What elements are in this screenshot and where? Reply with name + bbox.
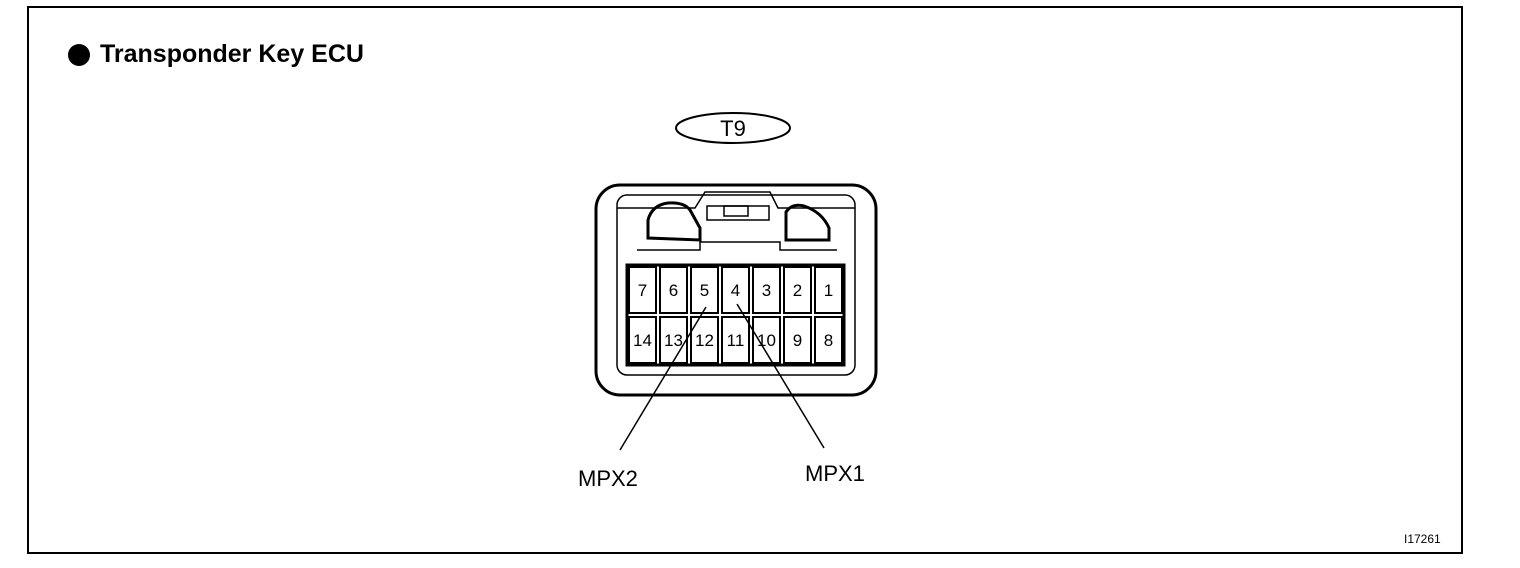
- pin-cell-9: [783, 316, 812, 364]
- pin-cell-14: [628, 316, 657, 364]
- title-text: Transponder Key ECU: [100, 40, 364, 68]
- guide-right: [784, 203, 831, 242]
- pin-label-13: 13: [664, 331, 683, 350]
- connector-inner: [616, 194, 856, 376]
- mpx2-leader: [619, 306, 707, 451]
- pin-label-12: 12: [695, 331, 714, 350]
- bullet-icon: [68, 43, 90, 66]
- pin-cell-8: [814, 316, 843, 364]
- guide-left: [646, 201, 702, 242]
- diagram-title: Transponder Key ECU: [68, 40, 364, 69]
- latch-tab: [706, 205, 770, 221]
- pin-label-8: 8: [824, 331, 833, 350]
- pin-cell-10: [752, 316, 781, 364]
- mpx1-leader: [736, 303, 825, 449]
- pin-label-2: 2: [793, 281, 802, 300]
- pin-cell-12: [690, 316, 719, 364]
- latch-nub: [723, 205, 749, 217]
- pin-label-3: 3: [762, 281, 771, 300]
- connector-code-ellipse: [675, 112, 791, 144]
- pin-label-5: 5: [700, 281, 709, 300]
- pin-label-4: 4: [731, 281, 740, 300]
- pin-label-6: 6: [669, 281, 678, 300]
- pin-label-9: 9: [793, 331, 802, 350]
- pin-cell-5: [690, 266, 719, 314]
- pin-label-1: 1: [824, 281, 833, 300]
- connector-body: [594, 183, 878, 397]
- callout-mpx1: MPX1: [805, 461, 865, 486]
- pin-label-7: 7: [638, 281, 647, 300]
- pin-cell-7: [628, 266, 657, 314]
- pin-cell-2: [783, 266, 812, 314]
- pin-label-11: 11: [727, 331, 745, 350]
- callout-mpx2: MPX2: [578, 466, 638, 491]
- connector-code: T9: [720, 116, 746, 141]
- pin-cell-4: [721, 266, 750, 314]
- pin-cell-6: [659, 266, 688, 314]
- pin-cell-3: [752, 266, 781, 314]
- diagram-frame: [27, 6, 1463, 554]
- pin-grid-border: [625, 263, 846, 367]
- figure-id: I17261: [1404, 532, 1441, 546]
- pin-cell-11: [721, 316, 750, 364]
- connector-shelf: [637, 241, 837, 251]
- pin-cell-1: [814, 266, 843, 314]
- pin-label-14: 14: [633, 331, 652, 350]
